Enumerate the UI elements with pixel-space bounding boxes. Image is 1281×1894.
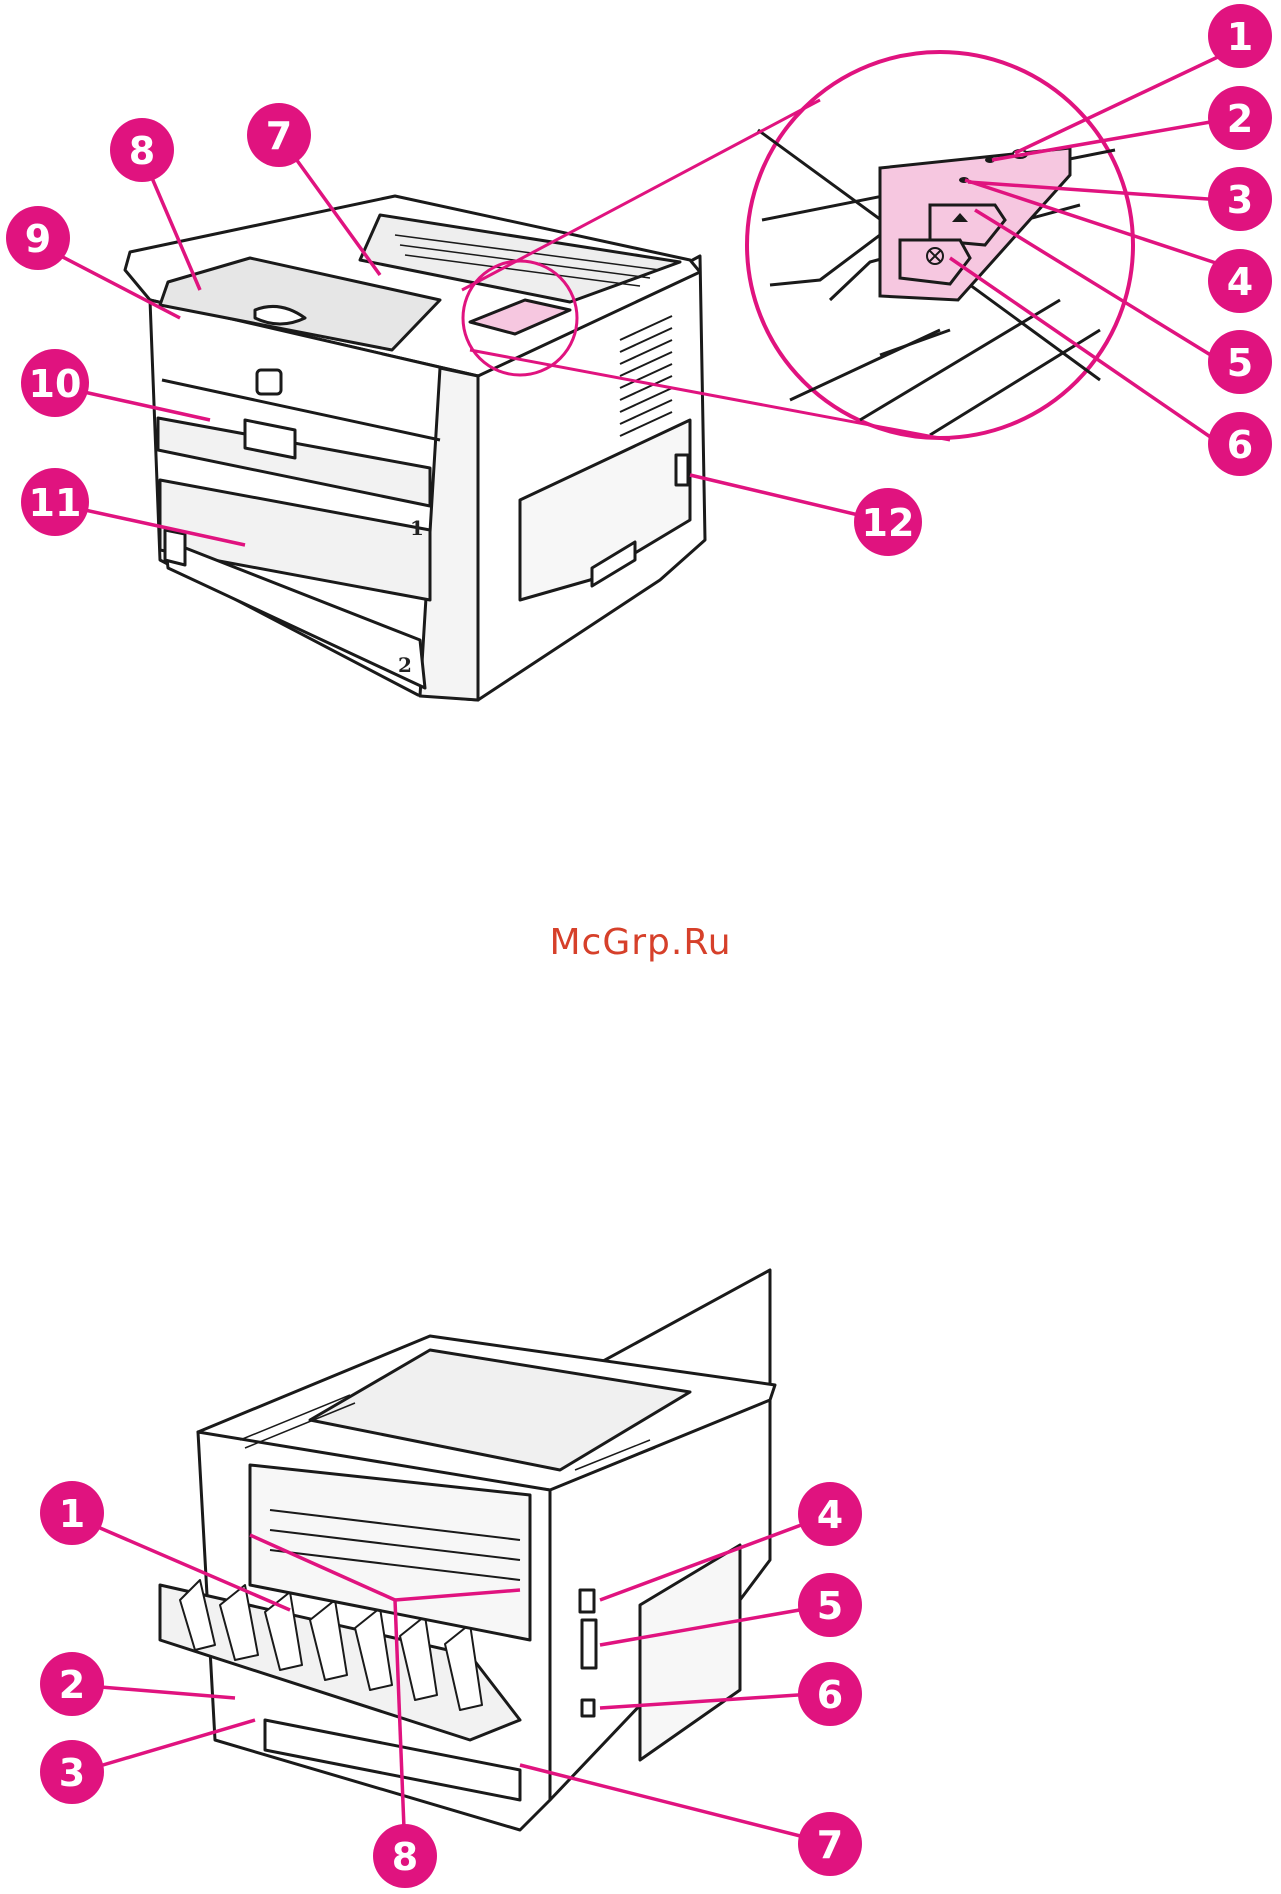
front-callout-6: 6 <box>1208 412 1272 476</box>
svg-text:10: 10 <box>29 362 82 406</box>
svg-text:9: 9 <box>25 217 51 261</box>
rear-callout-8: 8 <box>373 1824 437 1888</box>
svg-text:3: 3 <box>59 1751 85 1795</box>
front-callout-2: 2 <box>1208 86 1272 150</box>
cancel-button[interactable] <box>898 238 972 286</box>
svg-text:2: 2 <box>1227 97 1253 141</box>
svg-text:8: 8 <box>392 1835 418 1879</box>
rear-printer-illustration <box>158 1268 777 1832</box>
front-callouts: 1 2 3 4 5 6 7 8 9 10 11 12 <box>6 4 1272 556</box>
svg-text:3: 3 <box>1227 178 1253 222</box>
tray1-label: 1 <box>410 516 424 540</box>
svg-text:1: 1 <box>1227 15 1253 59</box>
rear-callout-6: 6 <box>798 1662 862 1726</box>
svg-text:2: 2 <box>59 1663 85 1707</box>
front-callout-8: 8 <box>110 118 174 182</box>
svg-text:8: 8 <box>129 129 155 173</box>
rear-callout-4: 4 <box>798 1482 862 1546</box>
rear-callout-7: 7 <box>798 1812 862 1876</box>
svg-text:11: 11 <box>29 481 82 525</box>
rear-callouts: 1 2 3 4 5 6 7 8 <box>40 1481 862 1888</box>
svg-text:7: 7 <box>266 114 292 158</box>
rear-callout-5: 5 <box>798 1573 862 1637</box>
rear-callout-3: 3 <box>40 1740 104 1804</box>
watermark-text: McGrp.Ru <box>549 922 732 963</box>
rear-callout-2: 2 <box>40 1652 104 1716</box>
svg-text:6: 6 <box>1227 423 1253 467</box>
zoom-connector-lines <box>461 98 951 442</box>
rear-callout-leaders <box>69 1513 829 1855</box>
svg-text:7: 7 <box>817 1823 843 1867</box>
front-callout-10: 10 <box>21 349 89 417</box>
front-callout-3: 3 <box>1208 167 1272 231</box>
svg-text:5: 5 <box>817 1584 843 1628</box>
svg-text:12: 12 <box>862 501 915 545</box>
svg-text:4: 4 <box>817 1493 843 1537</box>
cancel-icon <box>926 247 944 265</box>
go-arrow-icon <box>952 213 968 222</box>
front-callout-4: 4 <box>1208 249 1272 313</box>
front-callout-5: 5 <box>1208 330 1272 394</box>
tray2-label: 2 <box>398 653 412 677</box>
front-callout-7: 7 <box>247 103 311 167</box>
svg-text:4: 4 <box>1227 260 1253 304</box>
front-callout-11: 11 <box>21 468 89 536</box>
front-callout-9: 9 <box>6 206 70 270</box>
front-callout-1: 1 <box>1208 4 1272 68</box>
svg-text:5: 5 <box>1227 341 1253 385</box>
front-printer-illustration <box>123 194 707 702</box>
rear-callout-1: 1 <box>40 1481 104 1545</box>
svg-text:1: 1 <box>59 1492 85 1536</box>
svg-text:6: 6 <box>817 1673 843 1717</box>
front-callout-12: 12 <box>854 488 922 556</box>
control-panel-closeup <box>745 50 1135 440</box>
